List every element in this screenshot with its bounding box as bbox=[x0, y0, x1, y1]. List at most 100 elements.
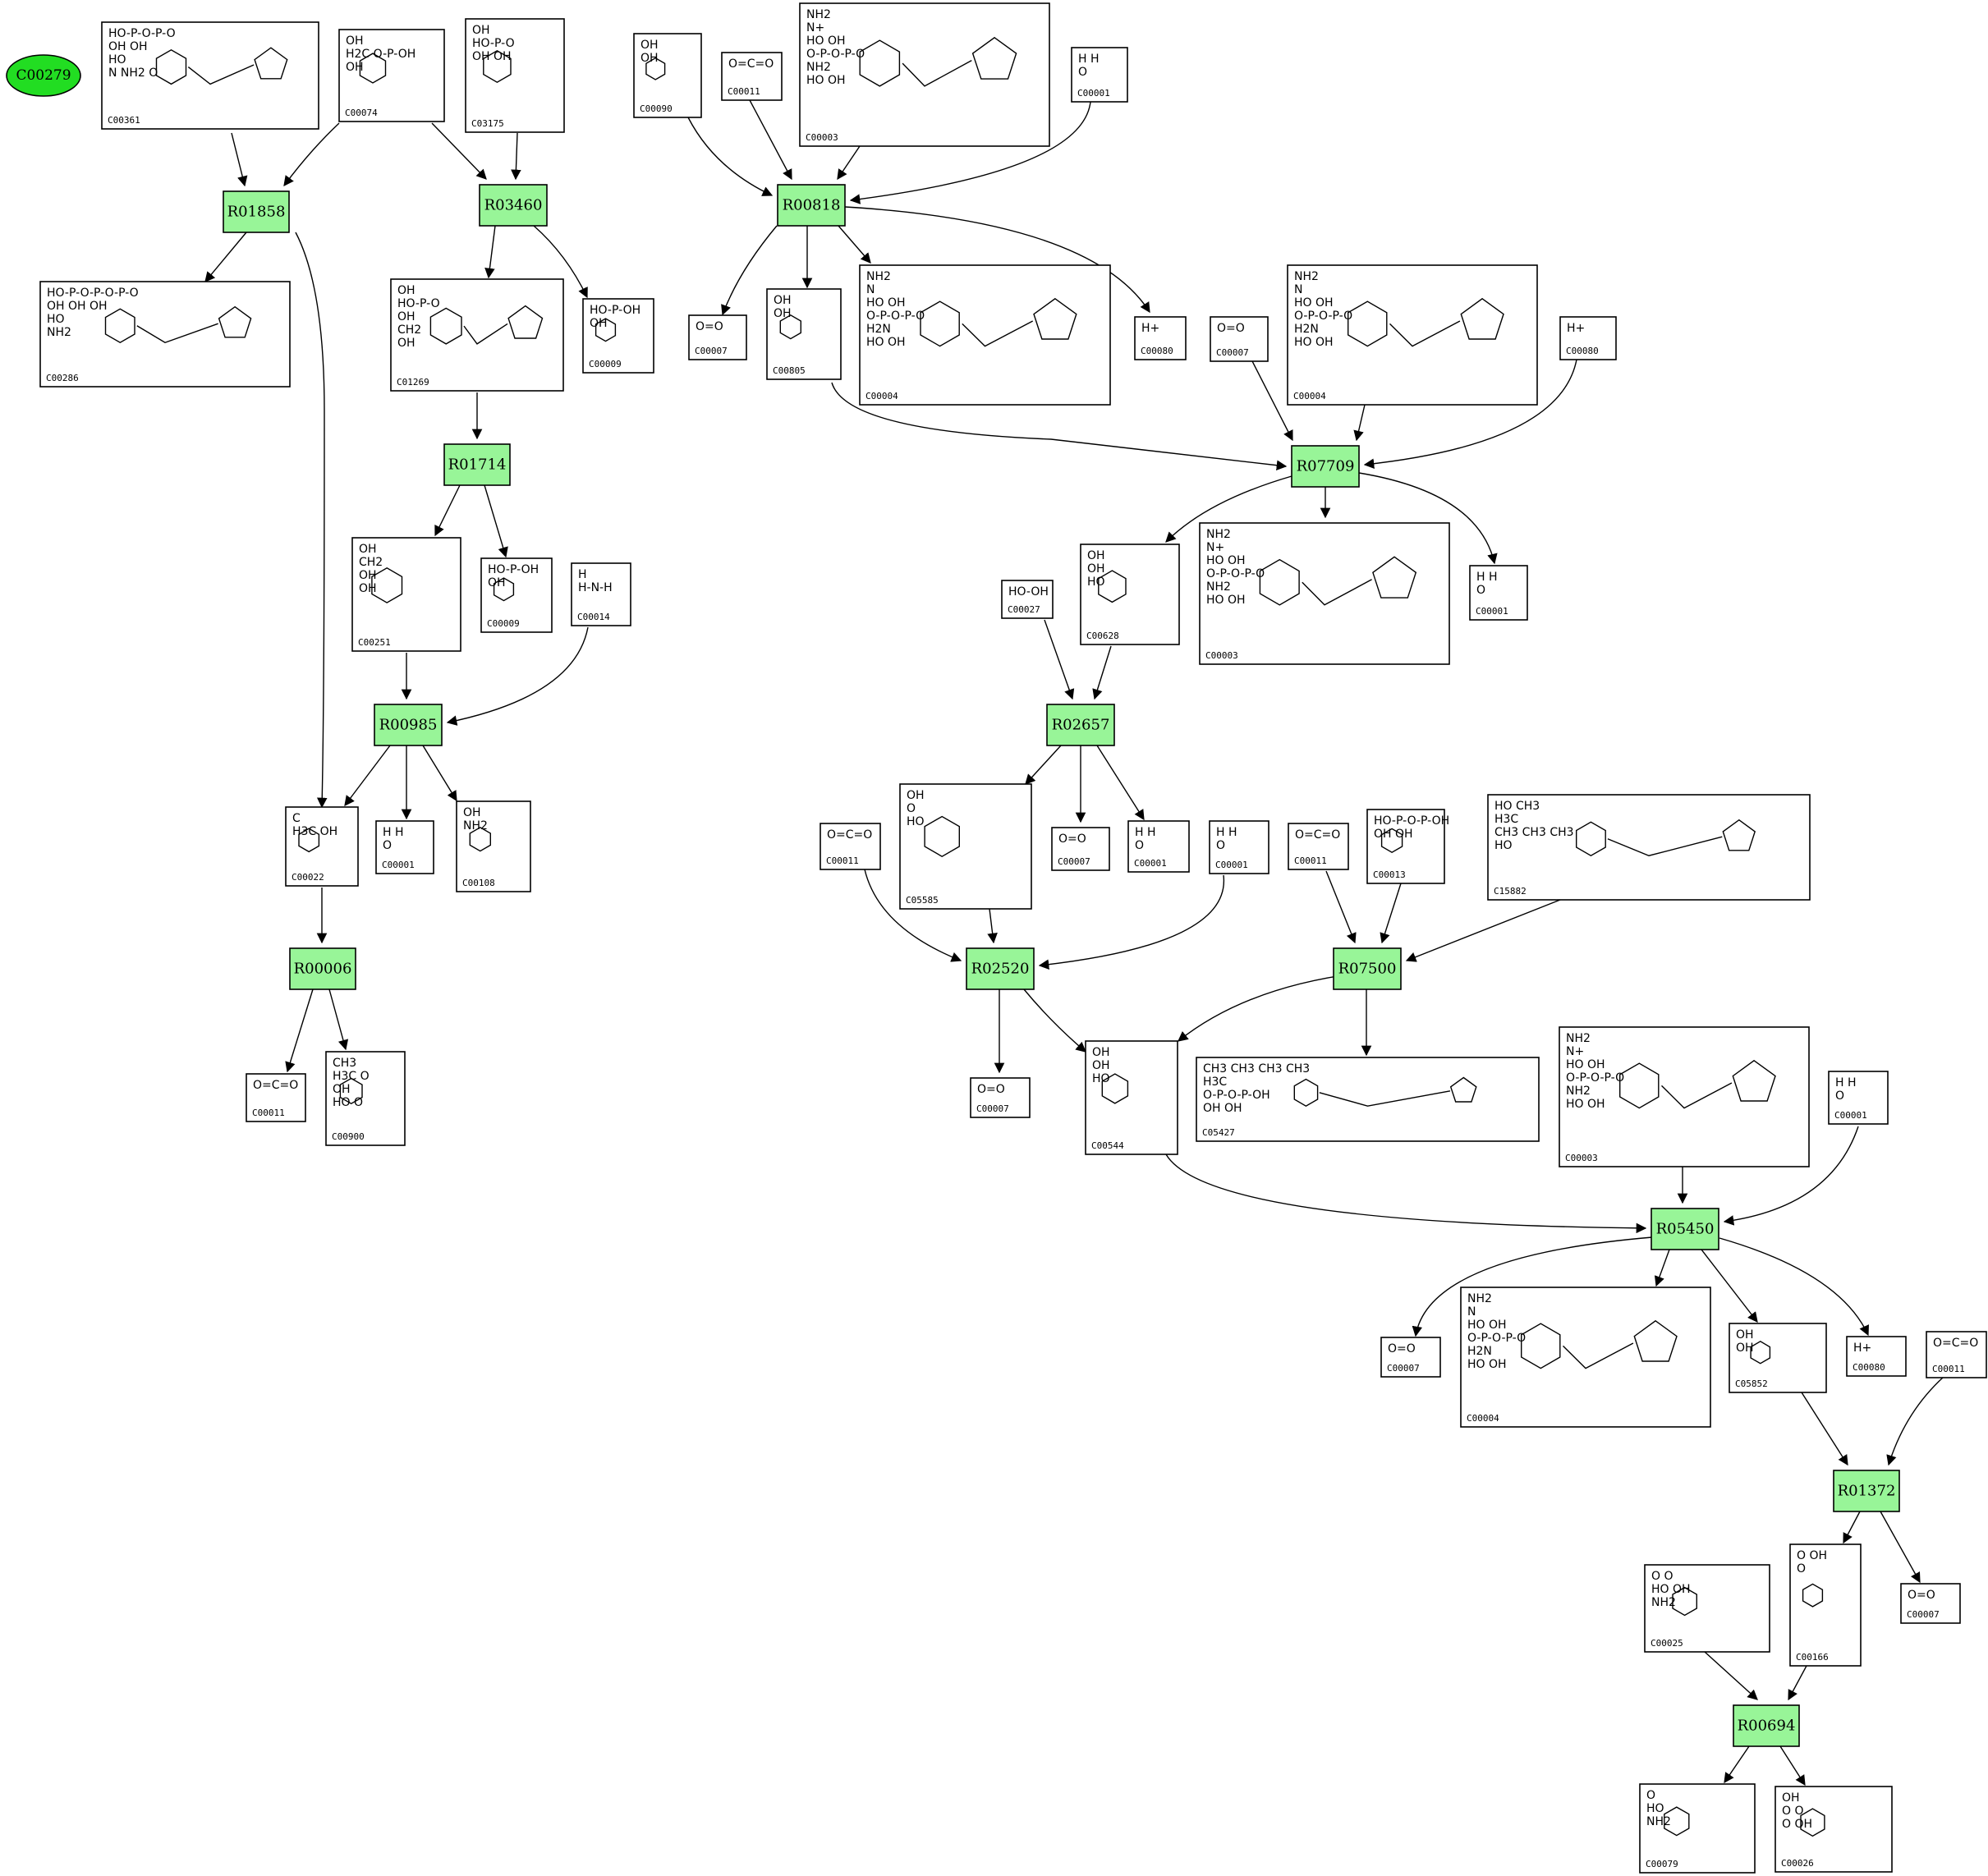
compound-box[interactable] bbox=[899, 783, 1032, 910]
compound-box[interactable] bbox=[1366, 809, 1445, 884]
compound-box[interactable] bbox=[1001, 580, 1054, 619]
compound-box[interactable] bbox=[338, 29, 445, 122]
reaction-box[interactable] bbox=[1291, 445, 1360, 488]
compound-box[interactable] bbox=[1789, 1543, 1862, 1667]
compound-box[interactable] bbox=[1828, 1071, 1889, 1125]
root-ellipse[interactable] bbox=[6, 54, 81, 97]
reaction-node-r05450[interactable]: R05450 bbox=[1651, 1208, 1719, 1250]
compound-box[interactable] bbox=[465, 18, 565, 133]
compound-box[interactable] bbox=[1729, 1323, 1827, 1393]
reaction-box[interactable] bbox=[289, 947, 356, 990]
compound-box[interactable] bbox=[1210, 316, 1269, 362]
compound-box[interactable] bbox=[571, 562, 631, 626]
compound-box[interactable] bbox=[480, 557, 553, 633]
compound-box[interactable] bbox=[1469, 565, 1528, 621]
compound-box[interactable] bbox=[1644, 1564, 1770, 1653]
compound-box[interactable] bbox=[1196, 1057, 1540, 1142]
reaction-node-r02657[interactable]: R02657 bbox=[1046, 704, 1115, 746]
compound-box[interactable] bbox=[1487, 794, 1811, 901]
compound-box[interactable] bbox=[1085, 1040, 1178, 1155]
reaction-node-r00985[interactable]: R00985 bbox=[374, 704, 443, 746]
compound-node-c00080[interactable]: H+C00080 bbox=[1846, 1336, 1907, 1377]
compound-box[interactable] bbox=[633, 33, 702, 118]
reaction-box[interactable] bbox=[777, 184, 846, 227]
compound-box[interactable] bbox=[285, 806, 359, 887]
compound-box[interactable] bbox=[1460, 1287, 1711, 1428]
reaction-node-r01858[interactable]: R01858 bbox=[223, 190, 290, 233]
reaction-node-r02520[interactable]: R02520 bbox=[966, 947, 1035, 990]
compound-box[interactable] bbox=[1639, 1783, 1756, 1874]
reaction-box[interactable] bbox=[374, 704, 443, 746]
compound-box[interactable] bbox=[1071, 47, 1128, 103]
reaction-node-r00818[interactable]: R00818 bbox=[777, 184, 846, 227]
compound-box[interactable] bbox=[1080, 544, 1180, 645]
root-node[interactable]: C00279 bbox=[6, 54, 81, 97]
compound-box[interactable] bbox=[766, 288, 842, 380]
compound-box[interactable] bbox=[375, 820, 434, 874]
reaction-box[interactable] bbox=[1046, 704, 1115, 746]
reaction-box[interactable] bbox=[1333, 947, 1402, 990]
compound-box[interactable] bbox=[721, 52, 783, 101]
compound-box[interactable] bbox=[799, 2, 1050, 147]
reaction-box[interactable] bbox=[223, 190, 290, 233]
compound-box[interactable] bbox=[1287, 264, 1538, 406]
compound-box[interactable] bbox=[390, 278, 564, 392]
compound-box[interactable] bbox=[1288, 823, 1349, 870]
compound-box[interactable] bbox=[1775, 1786, 1893, 1873]
compound-box[interactable] bbox=[246, 1073, 306, 1122]
compound-box[interactable] bbox=[820, 823, 881, 870]
compound-node-c00080[interactable]: H+C00080 bbox=[1134, 316, 1187, 360]
reaction-node-r07500[interactable]: R07500 bbox=[1333, 947, 1402, 990]
reaction-node-r07709[interactable]: R07709 bbox=[1291, 445, 1360, 488]
reaction-node-r00006[interactable]: R00006 bbox=[289, 947, 356, 990]
compound-box[interactable] bbox=[456, 800, 531, 892]
compound-box[interactable] bbox=[1846, 1336, 1907, 1377]
reaction-node-r00694[interactable]: R00694 bbox=[1733, 1704, 1800, 1747]
compound-box[interactable] bbox=[688, 314, 747, 360]
compound-box[interactable] bbox=[351, 537, 461, 652]
compound-box[interactable] bbox=[1209, 820, 1269, 874]
reaction-box[interactable] bbox=[1733, 1704, 1800, 1747]
compound-box[interactable] bbox=[1051, 827, 1110, 871]
compound-box[interactable] bbox=[1127, 820, 1190, 873]
reaction-box[interactable] bbox=[479, 184, 548, 227]
